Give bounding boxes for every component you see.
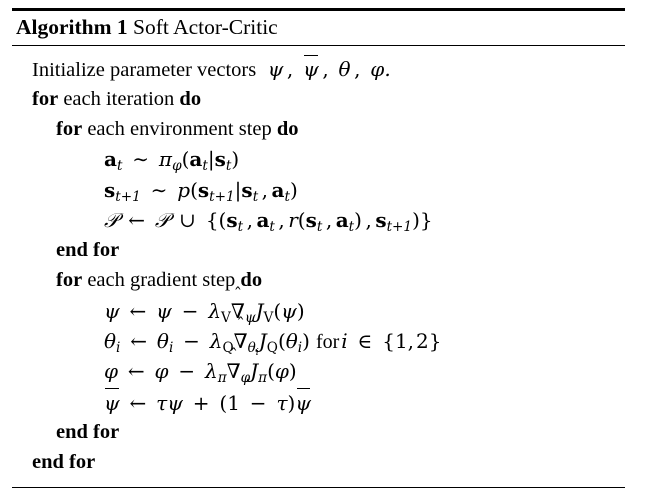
keyword-do: do: [276, 117, 299, 140]
algorithm-title-rule: [12, 45, 625, 47]
keyword-end-for: end for: [32, 451, 96, 474]
algorithm-line-end-for-iteration: end for: [12, 447, 625, 477]
init-symbols: ψ, ψ, θ, φ.: [261, 54, 391, 81]
loop-condition-gradient-step: each gradient step: [87, 269, 236, 292]
keyword-do: do: [240, 269, 263, 292]
keyword-do: do: [179, 87, 202, 110]
algorithm-top-rule: [12, 8, 625, 11]
initialize-text: Initialize parameter vectors: [32, 59, 257, 82]
algorithm-line-update-psi-bar: ψ ← τψ + (1 − τ)ψ: [12, 387, 625, 417]
equation-sample-next-state: st+1 ∼ p(st+1|st,at): [104, 177, 298, 205]
algorithm-line-for-gradient-step: for each gradient step do: [12, 265, 625, 295]
keyword-end-for: end for: [56, 239, 120, 262]
loop-condition-env-step: each environment step: [87, 117, 272, 140]
algorithm-line-init: Initialize parameter vectors ψ, ψ, θ, φ.: [12, 53, 625, 83]
algorithm-line-sample-next-state: st+1 ∼ p(st+1|st,at): [12, 175, 625, 205]
loop-condition-iteration: each iteration: [63, 87, 175, 110]
equation-update-psi-bar: ψ ← τψ + (1 − τ)ψ: [104, 387, 311, 415]
algorithm-line-update-buffer: 𝒫 ← 𝒫 ∪ {(st,at,r(st,at),st+1)}: [12, 205, 625, 235]
theta-trailing-for: for: [315, 331, 340, 354]
keyword-for: for: [56, 269, 83, 292]
algorithm-box: Algorithm 1 Soft Actor-Critic Initialize…: [12, 8, 625, 488]
algorithm-number-label: Algorithm 1: [16, 14, 128, 39]
algorithm-bottom-rule: [12, 486, 625, 488]
algorithm-line-sample-action: at ∼ πφ(at|st): [12, 144, 625, 174]
algorithm-line-end-for-gradient-step: end for: [12, 417, 625, 447]
algorithm-line-for-env-step: for each environment step do: [12, 114, 625, 144]
algorithm-body: Initialize parameter vectors ψ, ψ, θ, φ.…: [12, 46, 625, 486]
keyword-end-for: end for: [56, 420, 120, 443]
keyword-for: for: [32, 87, 59, 110]
equation-sample-action: at ∼ πφ(at|st): [104, 147, 240, 175]
algorithm-line-for-iteration: for each iteration do: [12, 84, 625, 114]
algorithm-title: Algorithm 1 Soft Actor-Critic: [12, 11, 625, 46]
algorithm-line-end-for-env-step: end for: [12, 235, 625, 265]
equation-update-buffer: 𝒫 ← 𝒫 ∪ {(st,at,r(st,at),st+1)}: [104, 207, 433, 235]
keyword-for: for: [56, 117, 83, 140]
algorithm-caption: Soft Actor-Critic: [133, 14, 278, 39]
